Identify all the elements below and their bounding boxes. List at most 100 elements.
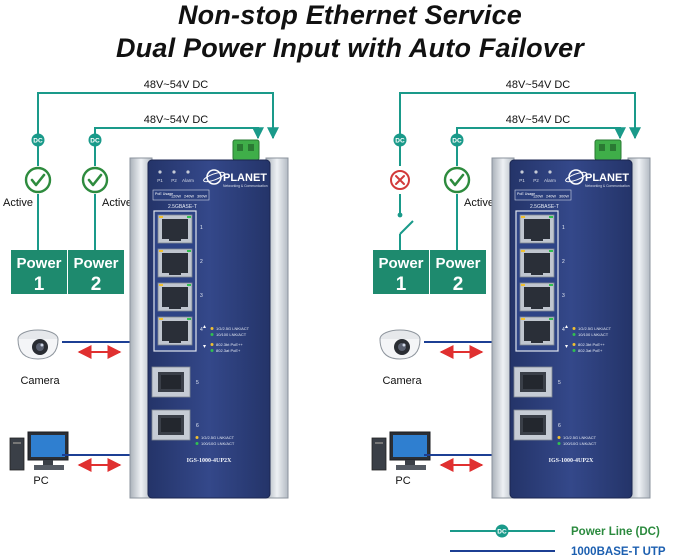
poe-usage-box: [152, 189, 210, 201]
check-icon: [443, 166, 471, 194]
legend-power-line-label: Power Line (DC): [571, 526, 660, 538]
camera-label: Camera: [382, 375, 422, 387]
power-box-word: Power: [73, 255, 118, 272]
copper-led-legend-label: 802.3bt PoE++: [216, 342, 243, 347]
port-number: 1: [200, 225, 203, 231]
legend-led: [210, 333, 214, 336]
pc-icon: [371, 431, 431, 471]
legend-led: [557, 442, 561, 445]
power-box-word: Power: [378, 255, 423, 272]
sfp-led-legend-label: 100/10G LNK/ACT: [563, 441, 597, 446]
dc-badge-label: DC: [452, 138, 462, 145]
dc-badge-icon: [88, 133, 102, 147]
port-number: 5: [558, 380, 561, 386]
sfp-led-legend-label: 100/10G LNK/ACT: [201, 441, 235, 446]
poe-usage-value: 300W: [559, 195, 569, 199]
status-led: [172, 170, 176, 174]
power-box-word: Power: [16, 255, 61, 272]
copper-led-legend-label: 1G/2.5G LNK/ACT: [216, 326, 250, 331]
led-label: Alarm: [182, 178, 194, 183]
copper-led-legend-label: 10/100 LNK/ACT: [216, 332, 247, 337]
poe-usage-box: [514, 189, 572, 201]
legend-led: [572, 333, 576, 336]
model-name: IGS-1000-4UP2X: [187, 458, 232, 464]
legend-led: [210, 327, 214, 330]
dc-badge-label: DC: [497, 529, 507, 536]
uplink-triangle-icon: [565, 325, 568, 328]
port-number: 2: [562, 259, 565, 265]
switch-contact-icon: [397, 212, 403, 218]
brand-name: PLANET: [223, 172, 267, 184]
legend-led: [557, 436, 561, 439]
legend-utp-label: 1000BASE-T UTP: [571, 546, 666, 558]
power-box: [430, 250, 486, 294]
led-label: P2: [533, 178, 539, 183]
brand-name: PLANET: [585, 172, 629, 184]
active-label: Active: [464, 197, 494, 209]
voltage-label-1: 48V~54V DC: [506, 79, 571, 91]
poe-usage-value: 120W: [533, 195, 543, 199]
status-led: [534, 170, 538, 174]
legend-led: [210, 343, 214, 346]
status-led: [158, 170, 162, 174]
model-name: IGS-1000-4UP2X: [549, 458, 594, 464]
camera-icon: [379, 329, 421, 360]
uplink-triangle-icon: [203, 325, 206, 328]
port-number: 5: [196, 380, 199, 386]
dc-badge-icon: [450, 133, 464, 147]
copper-led-legend-label: 1G/2.5G LNK/ACT: [578, 326, 612, 331]
poe-usage-value: 240W: [184, 195, 194, 199]
pc-icon: [9, 431, 69, 471]
brand-tagline: Networking & Communication: [585, 184, 630, 188]
check-icon: [81, 166, 109, 194]
legend-led: [572, 349, 576, 352]
sfp-led-legend-label: 1G/2.5G LNK/ACT: [201, 435, 235, 440]
downlink-triangle-icon: [203, 345, 206, 348]
led-label: P1: [519, 178, 525, 183]
active-label: Active: [3, 197, 33, 209]
open-switch-icon: [399, 220, 414, 235]
power-box-number: 2: [453, 274, 464, 295]
power-box-word: Power: [435, 255, 480, 272]
port-group-label: 2.5GBASE-T: [168, 204, 197, 210]
active-label: Active: [102, 197, 132, 209]
panel-normal: 48V~54V DC 48V~54V DC DC DC Active ActivePowe…: [3, 79, 289, 499]
legend: DC Power Line (DC) 1000BASE-T UTP: [450, 524, 666, 558]
pc-label: PC: [395, 475, 410, 487]
dc-badge-icon: [393, 133, 407, 147]
power-box: [11, 250, 67, 294]
dc-badge-label: DC: [90, 138, 100, 145]
port-number: 6: [558, 423, 561, 429]
port-number: 3: [562, 293, 565, 299]
sfp-led-legend-label: 1G/2.5G LNK/ACT: [563, 435, 597, 440]
port-group-label: 2.5GBASE-T: [530, 204, 559, 210]
copper-led-legend-label: 802.3at PoE+: [578, 348, 603, 353]
legend-led: [210, 349, 214, 352]
power-box-number: 2: [91, 274, 102, 295]
poe-usage-value: 240W: [546, 195, 556, 199]
title-line-2: Dual Power Input with Auto Failover: [115, 33, 585, 63]
copper-led-legend-label: 802.3bt PoE++: [578, 342, 605, 347]
dc-badge-label: DC: [33, 138, 43, 145]
port-number: 6: [196, 423, 199, 429]
port-number: 4: [562, 327, 565, 333]
legend-led: [195, 442, 199, 445]
dc-badge-label: DC: [395, 138, 405, 145]
title-line-1: Non-stop Ethernet Service: [177, 0, 523, 30]
brand-tagline: Networking & Communication: [223, 184, 268, 188]
voltage-label-2: 48V~54V DC: [144, 114, 209, 126]
copper-led-legend-label: 10/100 LNK/ACT: [578, 332, 609, 337]
legend-led: [572, 343, 576, 346]
downlink-triangle-icon: [565, 345, 568, 348]
power-box-number: 1: [34, 274, 45, 295]
power-box: [373, 250, 429, 294]
status-led: [186, 170, 190, 174]
voltage-label-1: 48V~54V DC: [144, 79, 209, 91]
port-number: 2: [200, 259, 203, 265]
camera-icon: [17, 329, 59, 360]
check-icon: [24, 166, 52, 194]
port-number: 4: [200, 327, 203, 333]
camera-label: Camera: [20, 375, 60, 387]
